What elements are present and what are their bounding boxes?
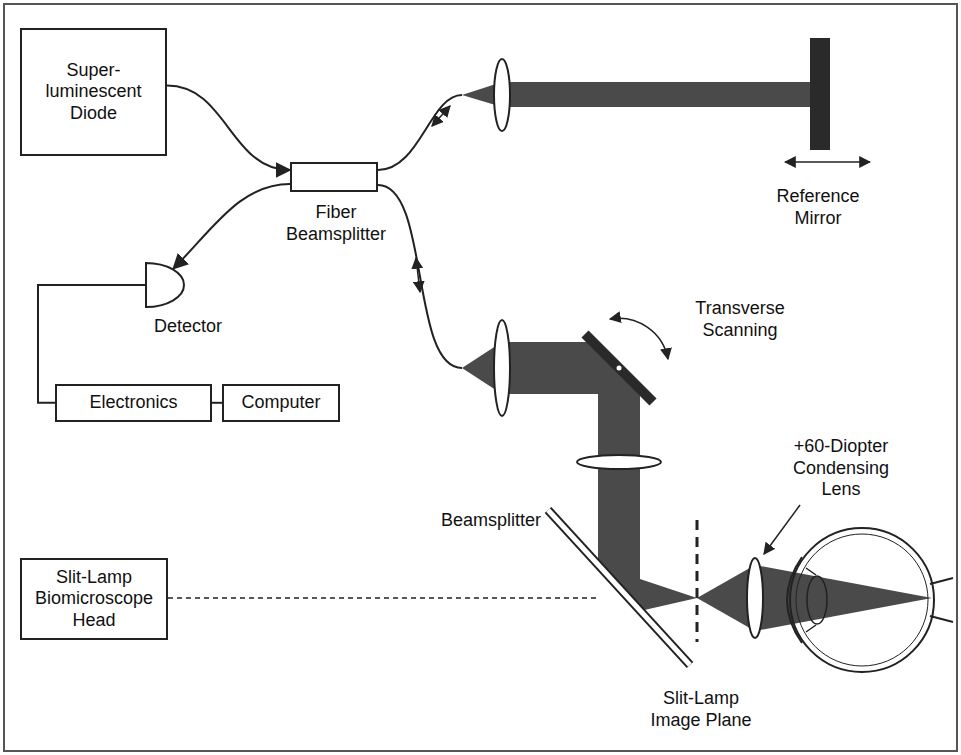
instrument-box: Slit-Lamp Biomicroscope Head	[20, 558, 168, 640]
box-label: Slit-Lamp Biomicroscope Head	[30, 567, 158, 632]
mirror-motion-arrow	[785, 161, 870, 163]
scanning-mirror	[585, 334, 653, 402]
reference-beam	[502, 82, 810, 107]
collimating-lens	[494, 320, 510, 416]
detector-symbol: Detector	[145, 262, 185, 308]
reference-lens	[494, 59, 510, 131]
box-label: Super- luminescent Diode	[30, 60, 157, 125]
relay-lens	[577, 455, 661, 469]
fiber-double-arrow	[416, 258, 420, 292]
fiber-double-arrow	[432, 106, 450, 126]
sample-fiber	[378, 185, 462, 368]
image-plane	[696, 520, 699, 642]
condensing-lens	[747, 558, 763, 638]
scan-arrow	[610, 318, 668, 359]
part-label: Fiber Beamsplitter	[266, 202, 406, 245]
source-box: Super- luminescent Diode	[20, 28, 167, 156]
part-label: Detector	[133, 316, 243, 338]
fiber-coupler: Fiber Beamsplitter	[290, 162, 378, 192]
connector	[167, 86, 290, 170]
mirror-pivot	[617, 366, 622, 371]
eye-cornea	[787, 557, 802, 643]
optic-nerve	[930, 616, 953, 622]
part-label: Transverse Scanning	[680, 298, 800, 341]
viewing-axis	[168, 597, 600, 599]
process-box: Computer	[222, 384, 340, 422]
part-label: +60-Diopter Condensing Lens	[776, 436, 906, 501]
beamsplitter-plate	[548, 510, 690, 665]
detector-outline	[146, 263, 184, 307]
eye-sclera	[790, 528, 934, 672]
optic-nerve	[930, 578, 953, 584]
beamsplitter-plate	[548, 510, 690, 665]
box-label: Electronics	[89, 392, 177, 414]
reference-fiber	[378, 95, 462, 170]
frame-border	[4, 4, 957, 751]
eye-iris	[806, 568, 816, 575]
leader-arrow	[764, 505, 800, 554]
part-label: Reference Mirror	[758, 186, 878, 229]
box-label: Computer	[241, 392, 320, 414]
eye-beam	[755, 565, 932, 631]
reference-mirror	[810, 38, 830, 150]
eye-lens	[807, 576, 827, 624]
eye-choroid	[796, 534, 928, 666]
converging-beam	[598, 565, 697, 611]
part-label: Beamsplitter	[436, 510, 546, 532]
connector	[173, 184, 290, 269]
process-box: Electronics	[55, 384, 212, 422]
detector-outline	[145, 262, 185, 308]
part-label: Slit-Lamp Image Plane	[636, 688, 766, 731]
connector	[212, 402, 222, 404]
eye-iris	[806, 625, 816, 632]
